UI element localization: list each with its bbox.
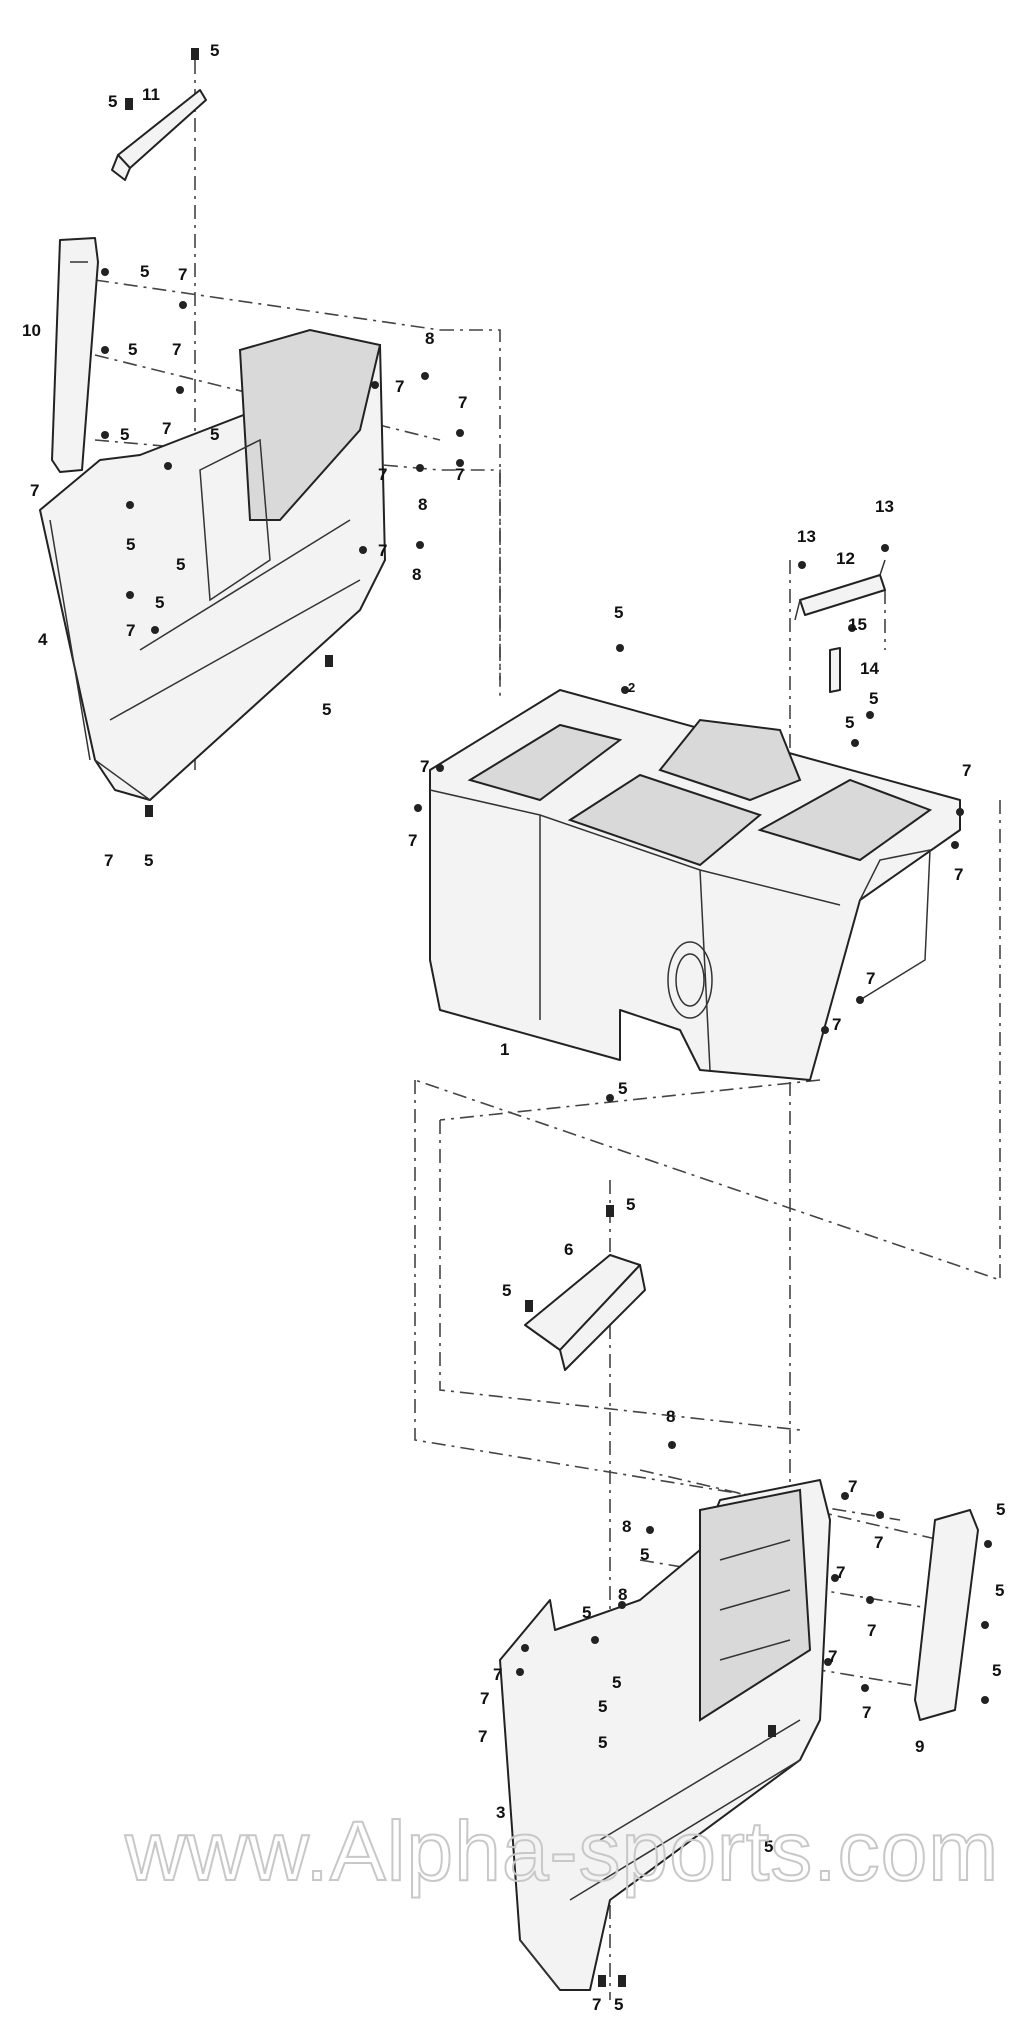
- callout-6: 6: [564, 1240, 573, 1259]
- callout-7: 7: [378, 465, 387, 484]
- callout-7: 7: [954, 865, 963, 884]
- part-6-bracket: [524, 1254, 646, 1371]
- callout-4: 4: [38, 630, 48, 649]
- callout-7: 7: [178, 265, 187, 284]
- fasteners: [101, 48, 992, 1987]
- callout-2: 2: [628, 680, 635, 695]
- callout-5: 5: [126, 535, 135, 554]
- part-10-side-trim: [51, 237, 99, 473]
- callout-5: 5: [598, 1697, 607, 1716]
- callout-7: 7: [478, 1727, 487, 1746]
- part-12-bracket: [794, 559, 886, 621]
- callout-7: 7: [408, 831, 417, 850]
- callout-11: 11: [142, 85, 160, 104]
- callout-1: 1: [500, 1040, 509, 1059]
- callout-7: 7: [172, 340, 181, 359]
- callout-5: 5: [640, 1545, 649, 1564]
- callout-5: 5: [612, 1673, 621, 1692]
- callout-7: 7: [30, 481, 39, 500]
- callout-7: 7: [493, 1665, 502, 1684]
- callout-7: 7: [592, 1995, 601, 2014]
- callout-5: 5: [502, 1281, 511, 1300]
- callout-7: 7: [862, 1703, 871, 1722]
- callout-5: 5: [176, 555, 185, 574]
- callout-7: 7: [874, 1533, 883, 1552]
- part-3-right-side-panel: [499, 1479, 831, 1991]
- callout-7: 7: [458, 393, 467, 412]
- callout-7: 7: [480, 1689, 489, 1708]
- callout-3: 3: [496, 1803, 505, 1822]
- callout-7: 7: [162, 419, 171, 438]
- callout-5: 5: [128, 340, 137, 359]
- part-14-strip: [829, 647, 841, 693]
- callout-14: 14: [860, 659, 879, 678]
- callout-7: 7: [395, 377, 404, 396]
- callout-7: 7: [378, 541, 387, 560]
- callout-5: 5: [140, 262, 149, 281]
- callout-5: 5: [614, 603, 623, 622]
- callout-5: 5: [618, 1079, 627, 1098]
- callout-7: 7: [455, 465, 464, 484]
- callout-5: 5: [144, 851, 153, 870]
- callout-5: 5: [155, 593, 164, 612]
- callout-5: 5: [996, 1500, 1005, 1519]
- watermark: www.Alpha-sports.com: [124, 1804, 999, 1898]
- callout-8: 8: [412, 565, 421, 584]
- callout-5: 5: [210, 425, 219, 444]
- callout-5: 5: [614, 1995, 623, 2014]
- callout-7: 7: [420, 757, 429, 776]
- part-1-main-console: [429, 689, 961, 1081]
- callout-7: 7: [866, 969, 875, 988]
- callout-5: 5: [626, 1195, 635, 1214]
- callout-7: 7: [126, 621, 135, 640]
- callout-7: 7: [962, 761, 971, 780]
- callout-7: 7: [828, 1647, 837, 1666]
- callout-5: 5: [995, 1581, 1004, 1600]
- callout-5: 5: [322, 700, 331, 719]
- callout-8: 8: [622, 1517, 631, 1536]
- callout-8: 8: [425, 329, 434, 348]
- callout-5: 5: [210, 41, 219, 60]
- callout-5: 5: [764, 1837, 773, 1856]
- callout-5: 5: [108, 92, 117, 111]
- callout-12: 12: [836, 549, 855, 568]
- callout-5: 5: [845, 713, 854, 732]
- callout-7: 7: [104, 851, 113, 870]
- callout-5: 5: [582, 1603, 591, 1622]
- callout-7: 7: [832, 1015, 841, 1034]
- callout-labels: 5 5 11 5 7 10 5 7 8 7 7 5 7 5 7 7 8 7 5 …: [22, 41, 1005, 2014]
- callout-8: 8: [666, 1407, 675, 1426]
- part-11-bracket: [111, 89, 207, 181]
- callout-9: 9: [915, 1737, 924, 1756]
- callout-5: 5: [120, 425, 129, 444]
- callout-8: 8: [418, 495, 427, 514]
- callout-5: 5: [869, 689, 878, 708]
- callout-13: 13: [875, 497, 894, 516]
- part-4-left-side-panel: [39, 328, 386, 801]
- callout-15: 15: [848, 615, 867, 634]
- callout-7: 7: [836, 1563, 845, 1582]
- callout-7: 7: [867, 1621, 876, 1640]
- callout-5: 5: [992, 1661, 1001, 1680]
- part-9-side-trim: [914, 1509, 979, 1721]
- callout-10: 10: [22, 321, 41, 340]
- callout-8: 8: [618, 1585, 627, 1604]
- callout-13: 13: [797, 527, 816, 546]
- callout-7: 7: [848, 1477, 857, 1496]
- callout-5: 5: [598, 1733, 607, 1752]
